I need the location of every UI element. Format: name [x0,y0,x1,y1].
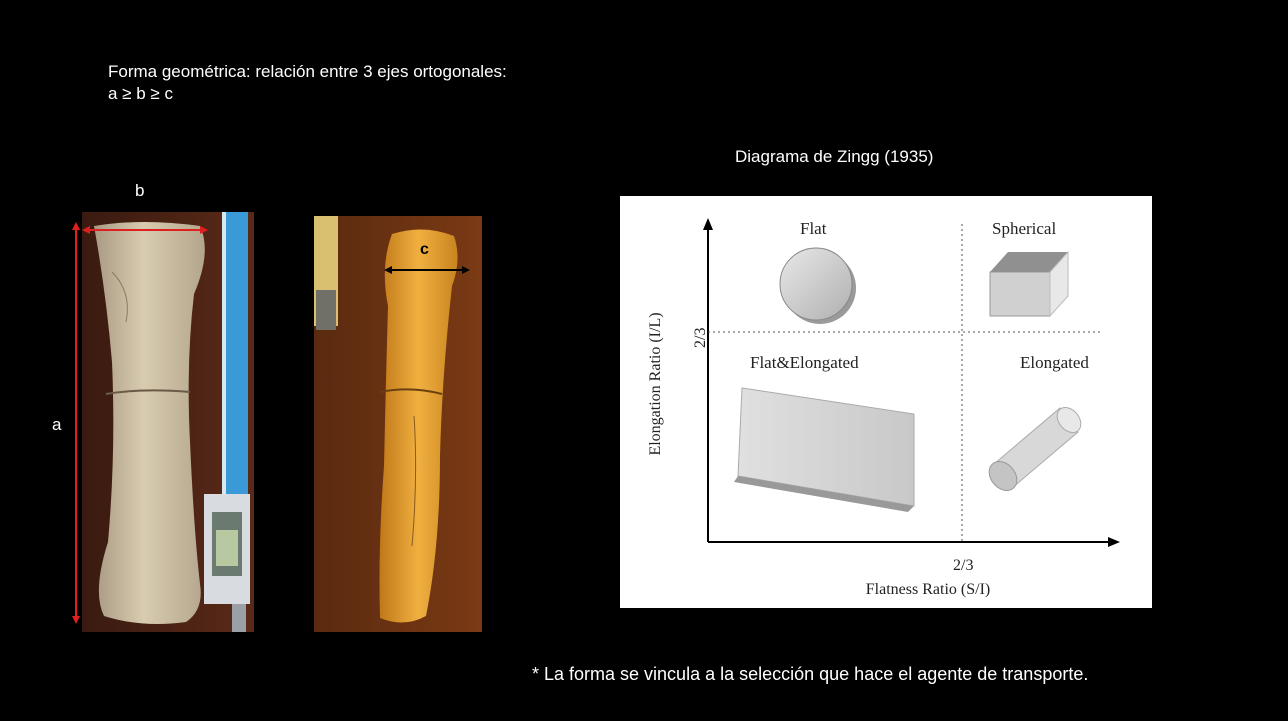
x-axis-label: Flatness Ratio (S/I) [866,581,990,598]
axis-a-label: a [52,415,62,434]
bone-shaft [94,222,205,624]
bone-side-photo [314,216,482,632]
y-threshold-label: 2/3 [692,328,709,348]
bone-front-photo [82,212,254,632]
flat-disk-shape [779,247,856,324]
heading-line-2: a ≥ b ≥ c [108,84,173,103]
heading-line-1: Forma geométrica: relación entre 3 ejes … [108,62,507,81]
quadrant-flat-label: Flat [800,219,827,238]
cube-shape [989,250,1069,318]
quadrant-flat-elongated-label: Flat&Elongated [750,353,859,372]
cylinder-shape [988,406,1082,491]
zingg-diagram: Flat Spherical Flat&Elongated Elongated … [620,196,1152,608]
slab-shape [734,387,915,512]
ruler [222,212,248,502]
y-axis-label: Elongation Ratio (I/L) [647,312,664,455]
footnote: * La forma se vincula a la selección que… [532,664,1089,684]
quadrant-elongated-label: Elongated [1020,353,1089,372]
length-a-arrow [72,222,80,624]
zingg-diagram-title: Diagrama de Zingg (1935) [735,147,934,166]
quadrant-spherical-label: Spherical [992,219,1056,238]
axis-c-label: c [420,241,429,258]
x-threshold-label: 2/3 [953,557,973,574]
axis-b-label: b [135,181,145,200]
bone-side-shaft [379,229,458,623]
